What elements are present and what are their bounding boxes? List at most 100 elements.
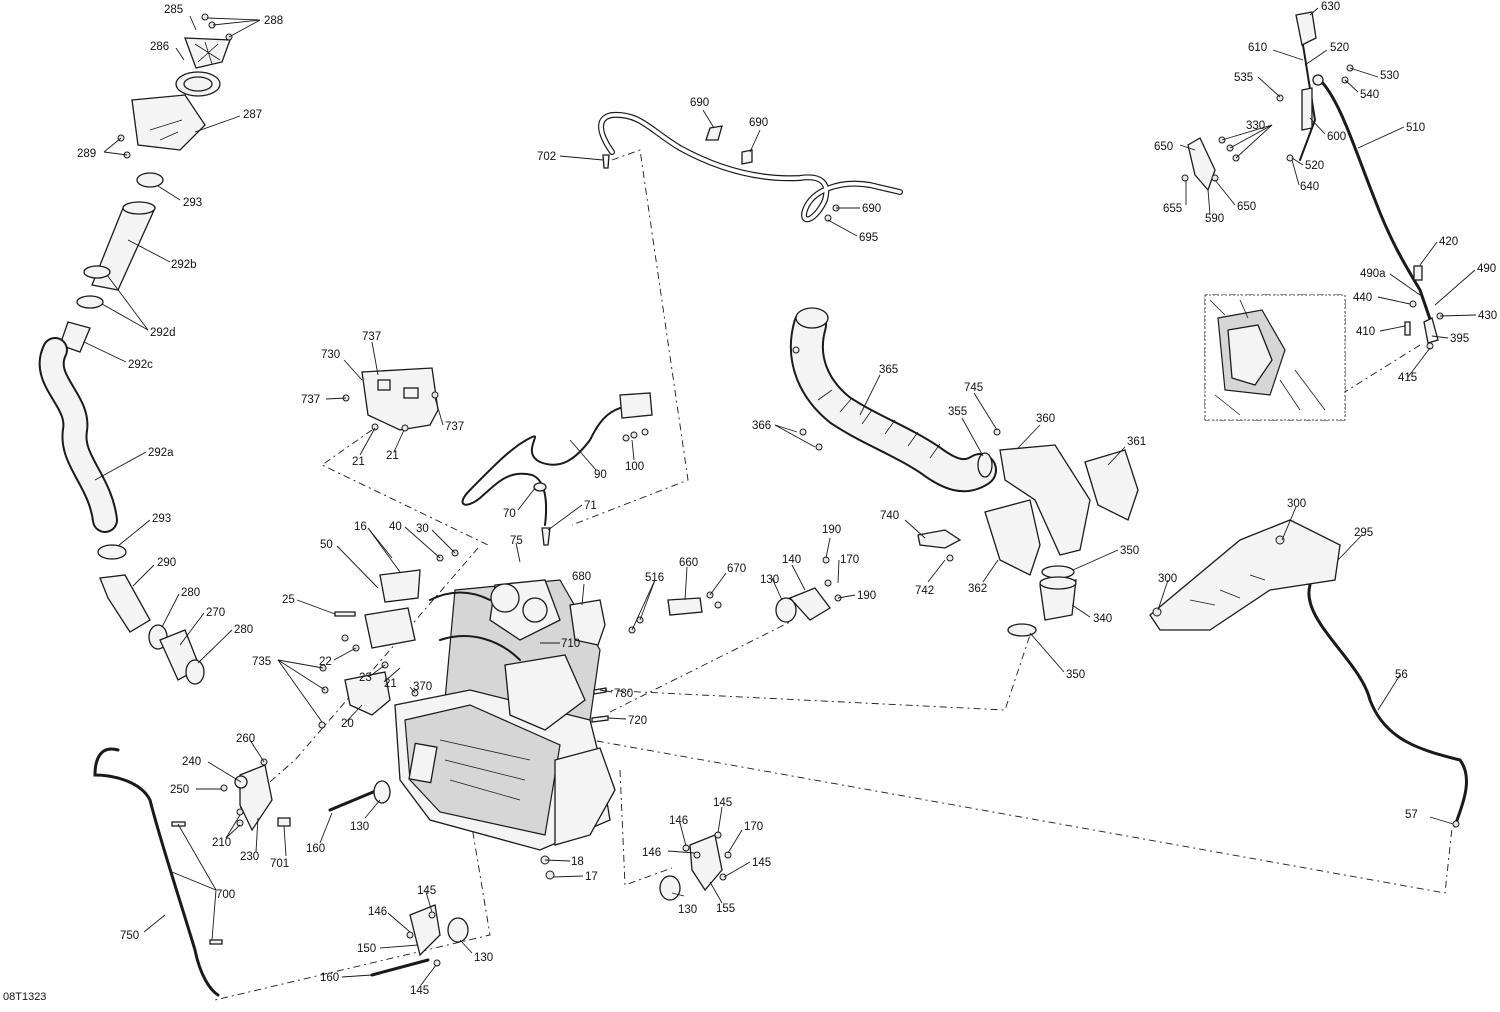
callout-label: 355 <box>948 406 967 418</box>
callout-label: 292c <box>128 359 153 371</box>
clamp-280-b <box>185 659 205 685</box>
callout-label: 730 <box>321 349 340 361</box>
callout-label: 145 <box>713 797 732 809</box>
air-box-cover <box>131 94 206 151</box>
callout-label: 130 <box>678 904 697 916</box>
callout-label: 25 <box>282 594 295 606</box>
callout-label: 362 <box>968 583 987 595</box>
callout-label: 535 <box>1234 72 1253 84</box>
callout-label: 395 <box>1450 333 1469 345</box>
callout-label: 516 <box>645 572 664 584</box>
callout-label: 745 <box>964 382 983 394</box>
lower-pulley-groups <box>370 831 732 977</box>
harness-690 <box>598 111 903 223</box>
callout-label: 737 <box>301 394 320 406</box>
callout-label: 735 <box>252 656 271 668</box>
bracket-740 <box>917 529 962 549</box>
callout-label: 130 <box>760 574 779 586</box>
callout-label: 415 <box>1398 372 1417 384</box>
muffler-360 <box>999 444 1091 556</box>
callout-label: 695 <box>859 232 878 244</box>
callout-label: 680 <box>572 571 591 583</box>
ecm-50 <box>364 607 416 649</box>
callout-label: 292a <box>148 447 174 459</box>
callout-label: 650 <box>1237 201 1256 213</box>
callout-label: 290 <box>157 557 176 569</box>
callout-label: 293 <box>152 513 171 525</box>
callout-label: 510 <box>1406 122 1425 134</box>
callout-label: 90 <box>594 469 607 481</box>
callout-label: 190 <box>857 590 876 602</box>
callout-label: 295 <box>1354 527 1373 539</box>
callout-label: 170 <box>744 821 763 833</box>
gasket-350-top <box>1041 565 1075 579</box>
callout-label: 50 <box>320 539 333 551</box>
coupler-292c <box>59 321 91 353</box>
clamp-293-bottom <box>97 544 127 560</box>
callout-label: 420 <box>1439 236 1458 248</box>
callout-label: 700 <box>216 889 235 901</box>
callout-label: 410 <box>1356 326 1375 338</box>
callout-label: 630 <box>1321 1 1340 13</box>
callout-label: 690 <box>862 203 881 215</box>
callout-label: 660 <box>679 557 698 569</box>
engine-assembly <box>318 549 616 880</box>
callout-label: 190 <box>822 524 841 536</box>
shift-knob-630 <box>1295 11 1317 46</box>
leader-lines <box>83 7 1477 986</box>
callout-label: 360 <box>1036 413 1055 425</box>
callout-label: 240 <box>182 756 201 768</box>
callout-label: 590 <box>1205 213 1224 225</box>
bracket-16 <box>379 569 421 603</box>
callout-label: 292d <box>150 327 176 339</box>
callout-label: 520 <box>1330 42 1349 54</box>
heat-shield-362 <box>984 499 1041 576</box>
callout-label: 289 <box>77 148 96 160</box>
callout-label: 350 <box>1120 545 1139 557</box>
callout-label: 155 <box>716 903 735 915</box>
callout-label: 366 <box>752 420 771 432</box>
air-intake-assembly <box>38 13 233 685</box>
callout-label: 146 <box>669 815 688 827</box>
callout-label: 23 <box>359 672 372 684</box>
callout-label: 540 <box>1360 89 1379 101</box>
callout-label: 720 <box>628 715 647 727</box>
callout-label: 21 <box>386 450 399 462</box>
callout-label: 710 <box>561 638 580 650</box>
callout-label: 56 <box>1395 669 1408 681</box>
callout-label: 740 <box>880 510 899 522</box>
callout-label: 170 <box>840 554 859 566</box>
callout-label: 230 <box>240 851 259 863</box>
pulley-group-140 <box>775 556 842 623</box>
bracket-20 <box>344 671 391 716</box>
callout-label: 287 <box>243 109 262 121</box>
callout-label: 17 <box>585 871 598 883</box>
callout-label: 210 <box>212 837 231 849</box>
callout-label: 260 <box>236 733 255 745</box>
callout-label: 145 <box>417 885 436 897</box>
callout-label: 70 <box>503 508 516 520</box>
callout-label: 690 <box>749 117 768 129</box>
callout-label: 150 <box>357 943 376 955</box>
callout-label: 286 <box>150 41 169 53</box>
callout-label: 737 <box>362 331 381 343</box>
callout-label: 21 <box>352 456 365 468</box>
callout-label: 490a <box>1360 268 1386 280</box>
callout-label: 300 <box>1158 573 1177 585</box>
callout-label: 280 <box>181 587 200 599</box>
callout-label: 293 <box>183 197 202 209</box>
callout-label: 650 <box>1154 141 1173 153</box>
callout-label: 370 <box>413 681 432 693</box>
callout-label: 145 <box>410 985 429 997</box>
callout-label: 365 <box>879 364 898 376</box>
callout-label: 750 <box>120 930 139 942</box>
engine-valve-cover <box>504 654 586 731</box>
callout-label: 20 <box>341 718 354 730</box>
callout-label: 361 <box>1127 436 1146 448</box>
callout-label: 250 <box>170 784 189 796</box>
callout-label: 780 <box>614 688 633 700</box>
callout-label: 520 <box>1305 160 1324 172</box>
engine-side-cover <box>404 704 561 836</box>
clamp-292d-b <box>76 295 104 309</box>
